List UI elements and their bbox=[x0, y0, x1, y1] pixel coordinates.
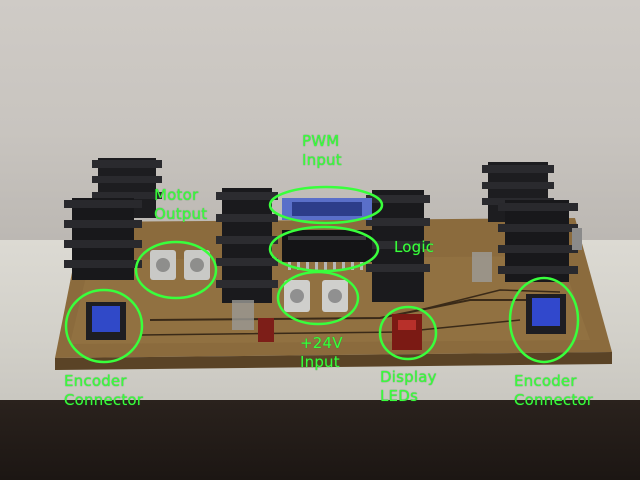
pcb-front-edge bbox=[55, 352, 612, 370]
label-logic: Logic bbox=[394, 238, 435, 256]
annotation-circle-leds bbox=[378, 305, 438, 361]
label-pwm-input: PWM Input bbox=[302, 132, 342, 169]
annotation-circle-encoder-right bbox=[508, 276, 580, 364]
annotation-circle-encoder-left bbox=[64, 288, 144, 364]
label-encoder-connector-left: Encoder Connector bbox=[64, 372, 144, 409]
heatsink-left-front bbox=[64, 198, 142, 280]
annotation-circle-logic bbox=[268, 225, 380, 273]
heatsink-right-front bbox=[498, 200, 578, 282]
encoder-connector-right-part bbox=[526, 294, 566, 334]
display-leds bbox=[392, 314, 422, 350]
logic-chip bbox=[282, 230, 372, 270]
plus24v-input-terminals bbox=[284, 280, 348, 312]
label-display-leds: Display LEDs bbox=[380, 368, 437, 405]
label-plus24v-input: +24V Input bbox=[300, 334, 343, 371]
label-motor-output: Motor Output bbox=[154, 186, 208, 223]
table-edge bbox=[0, 400, 640, 480]
motor-output-terminals bbox=[150, 250, 210, 280]
encoder-connector-left-part bbox=[86, 302, 126, 340]
annotation-circle-motor bbox=[134, 240, 218, 300]
annotation-circle-pwm bbox=[268, 185, 384, 225]
label-encoder-connector-right: Encoder Connector bbox=[514, 372, 594, 409]
annotation-circle-24v bbox=[276, 270, 360, 326]
pwm-input-connector bbox=[282, 198, 372, 220]
heatsink-center-left bbox=[216, 188, 278, 303]
